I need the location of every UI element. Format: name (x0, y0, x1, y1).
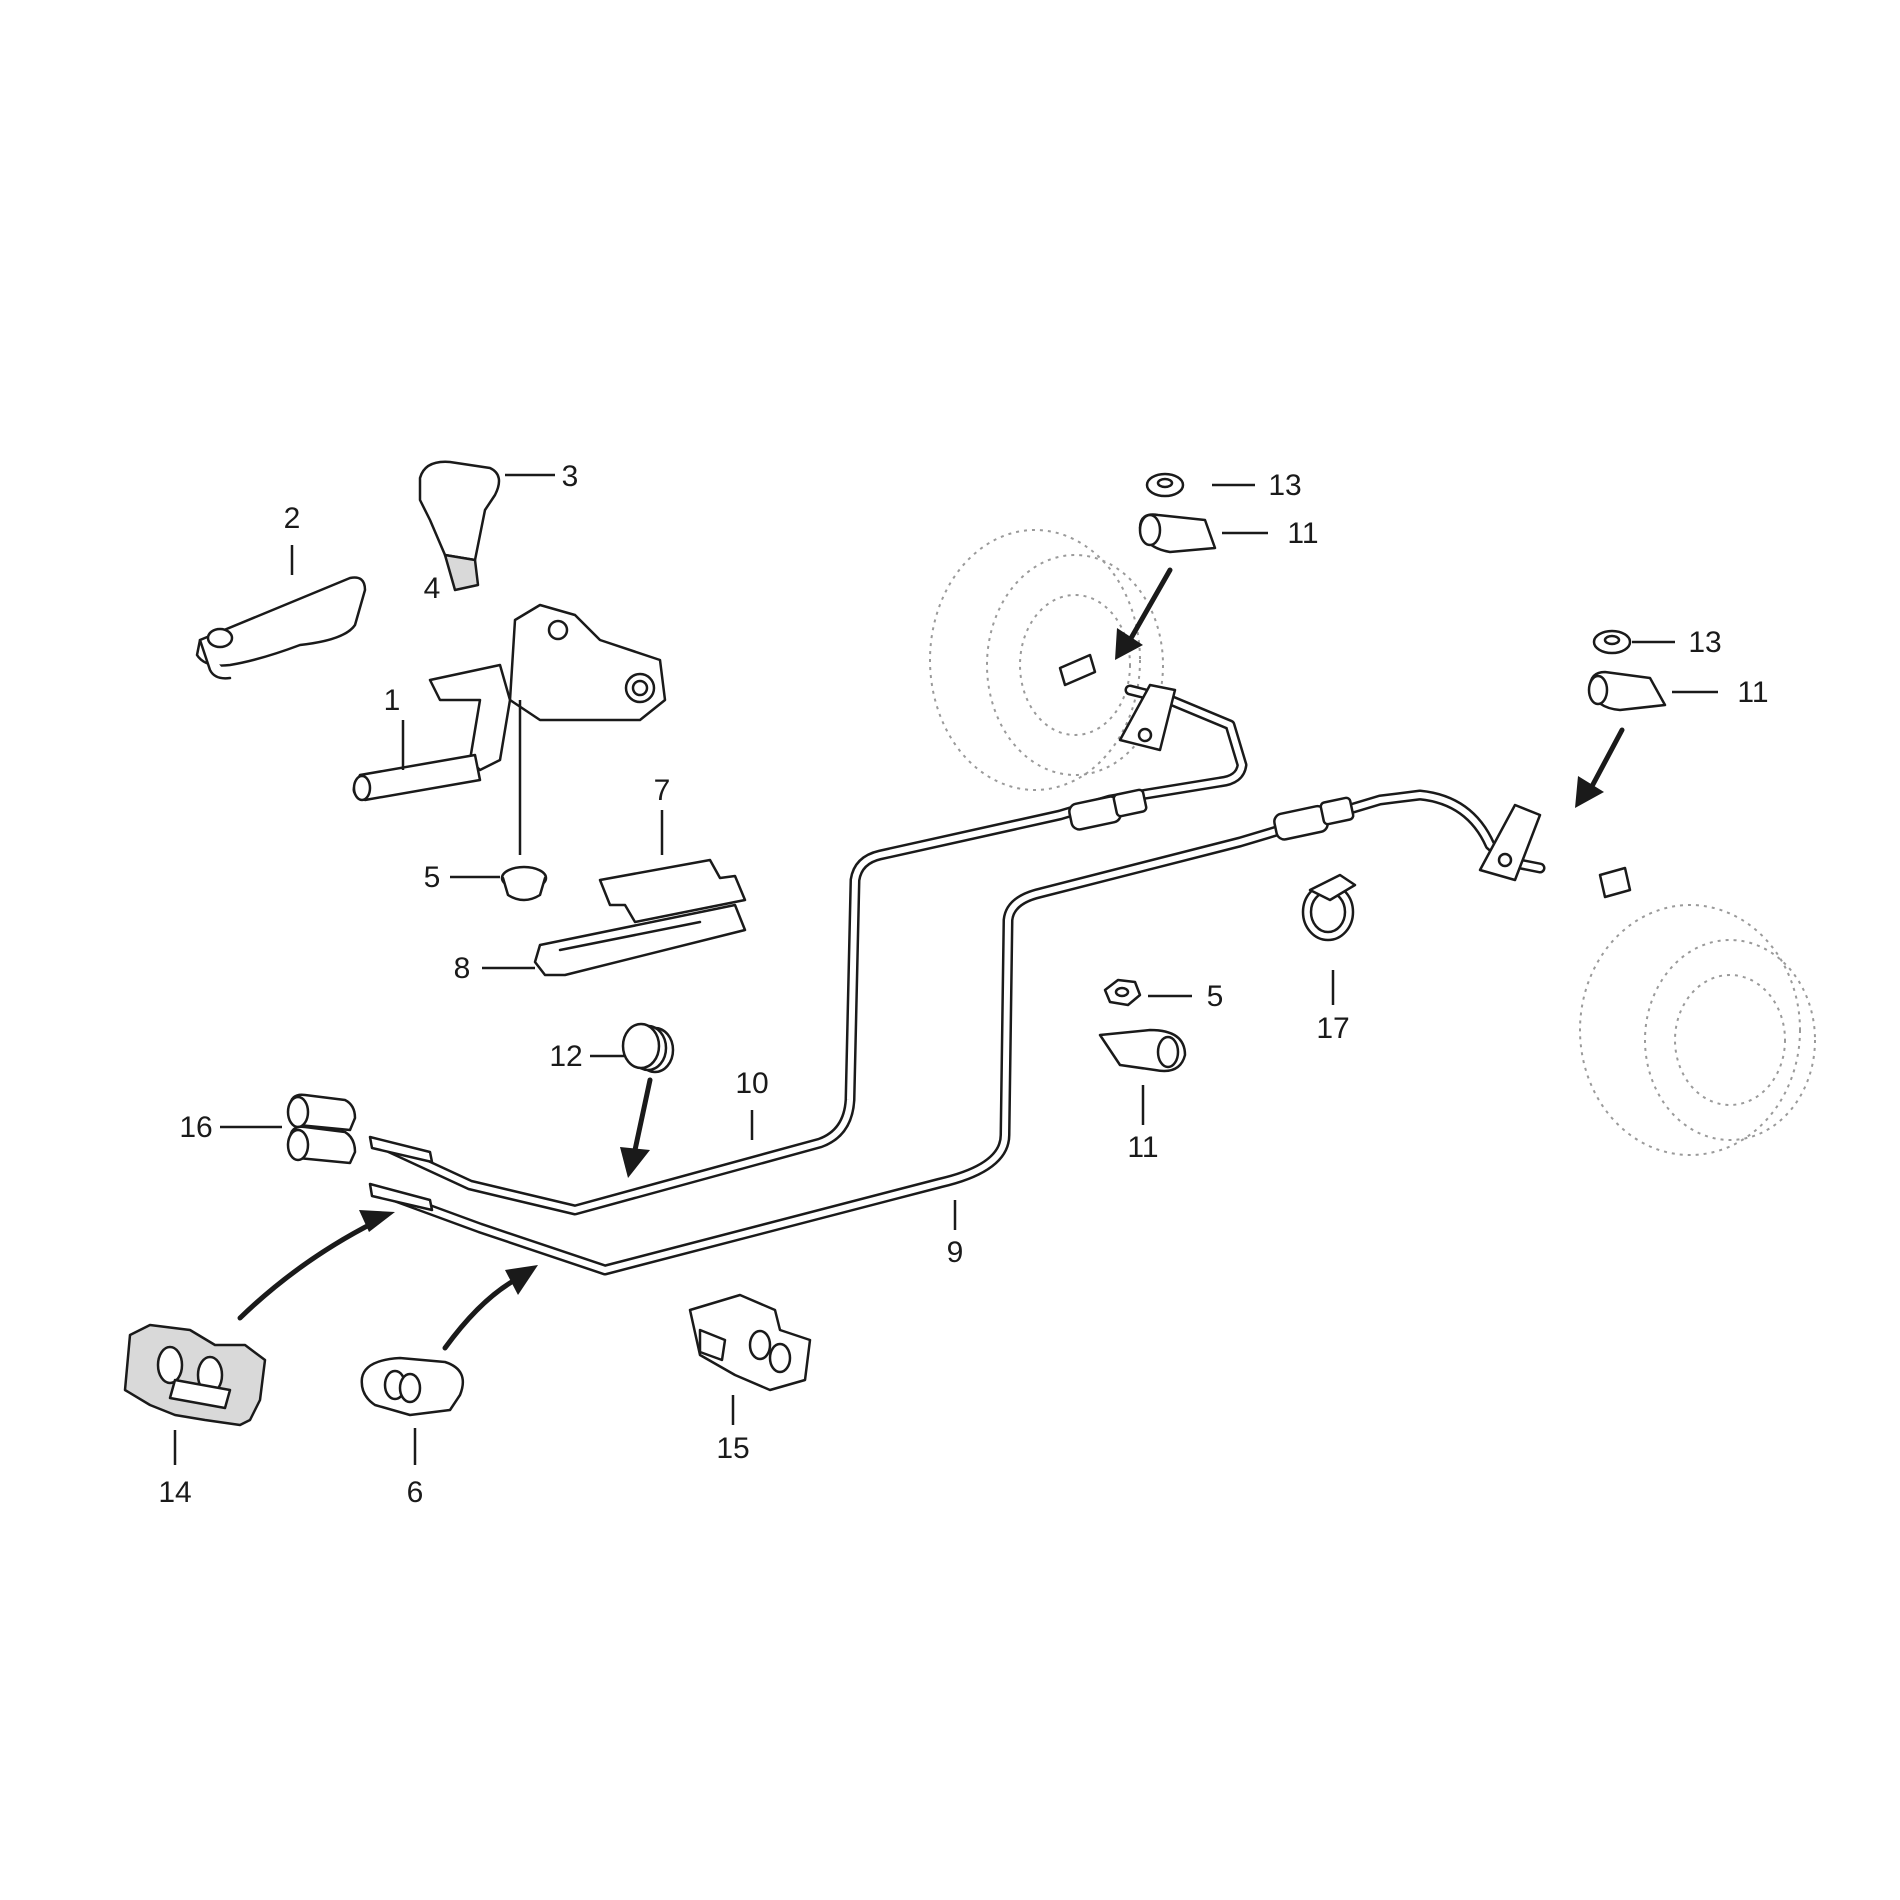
arrow-14 (237, 1219, 378, 1321)
lower-cable-end-bracket (1478, 803, 1632, 899)
part-9-brake-cable (384, 789, 1546, 1276)
part-1-lever-bracket (352, 603, 667, 802)
part-13-washer-lower (1592, 629, 1632, 655)
callout-13-lower: 13 (1688, 626, 1721, 659)
arrow-6 (442, 1277, 518, 1351)
arrow-11-lower (1587, 727, 1625, 793)
lower-brake-drum (1579, 904, 1816, 1156)
leader-lines (173, 473, 1718, 1465)
part-11-clamp-lower-right (1587, 670, 1667, 712)
callout-11-lower-right: 11 (1737, 676, 1768, 709)
part-6-cable-guide (360, 1356, 465, 1417)
assembly-arrows (237, 567, 1625, 1351)
part-16-clips (286, 1093, 357, 1165)
callout-8: 8 (454, 952, 471, 985)
callout-16: 16 (179, 1111, 212, 1144)
callout-1: 1 (384, 684, 401, 717)
part-2-lever-handle (195, 576, 367, 680)
part-11-clamp-upper (1138, 513, 1217, 554)
callout-14: 14 (158, 1476, 191, 1509)
upper-brake-drum (929, 529, 1164, 791)
part-5-nut (1103, 978, 1142, 1007)
part-3-lever-cap (418, 460, 501, 592)
callout-4: 4 (424, 572, 441, 605)
part-8-plate (533, 903, 747, 977)
arrow-12 (632, 1077, 653, 1153)
callout-10: 10 (735, 1067, 768, 1100)
part-5-grommet (500, 865, 548, 902)
callout-5-nut: 5 (1207, 980, 1224, 1013)
callout-7: 7 (654, 774, 671, 807)
callout-labels: 1 2 3 4 5 5 6 7 8 9 10 11 11 11 12 13 13… (158, 460, 1768, 1509)
part-17-hose-clamp (1301, 873, 1357, 942)
callout-3: 3 (562, 460, 579, 493)
part-15-cable-junction-block (688, 1293, 812, 1392)
callout-15: 15 (716, 1432, 749, 1465)
upper-cable-end-bracket (1058, 653, 1177, 752)
callout-11-center: 11 (1127, 1131, 1158, 1164)
callout-2: 2 (284, 502, 301, 535)
callout-6: 6 (407, 1476, 424, 1509)
callout-17: 17 (1316, 1012, 1349, 1045)
callout-11-upper: 11 (1287, 517, 1318, 550)
callout-9: 9 (947, 1236, 964, 1269)
part-12-grommet (621, 1022, 675, 1074)
part-7-plate (598, 858, 747, 924)
arrow-11-upper (1127, 567, 1173, 643)
part-11-clamp-center (1098, 1028, 1187, 1073)
callout-5-upper: 5 (424, 861, 441, 894)
callout-13-upper: 13 (1268, 469, 1301, 502)
part-14-equalizer-clip (123, 1323, 267, 1427)
callout-12: 12 (549, 1040, 582, 1073)
cable-eyelet-ends (368, 1135, 434, 1212)
part-13-washer-upper (1145, 472, 1185, 498)
part-10-brake-cable (384, 684, 1248, 1216)
